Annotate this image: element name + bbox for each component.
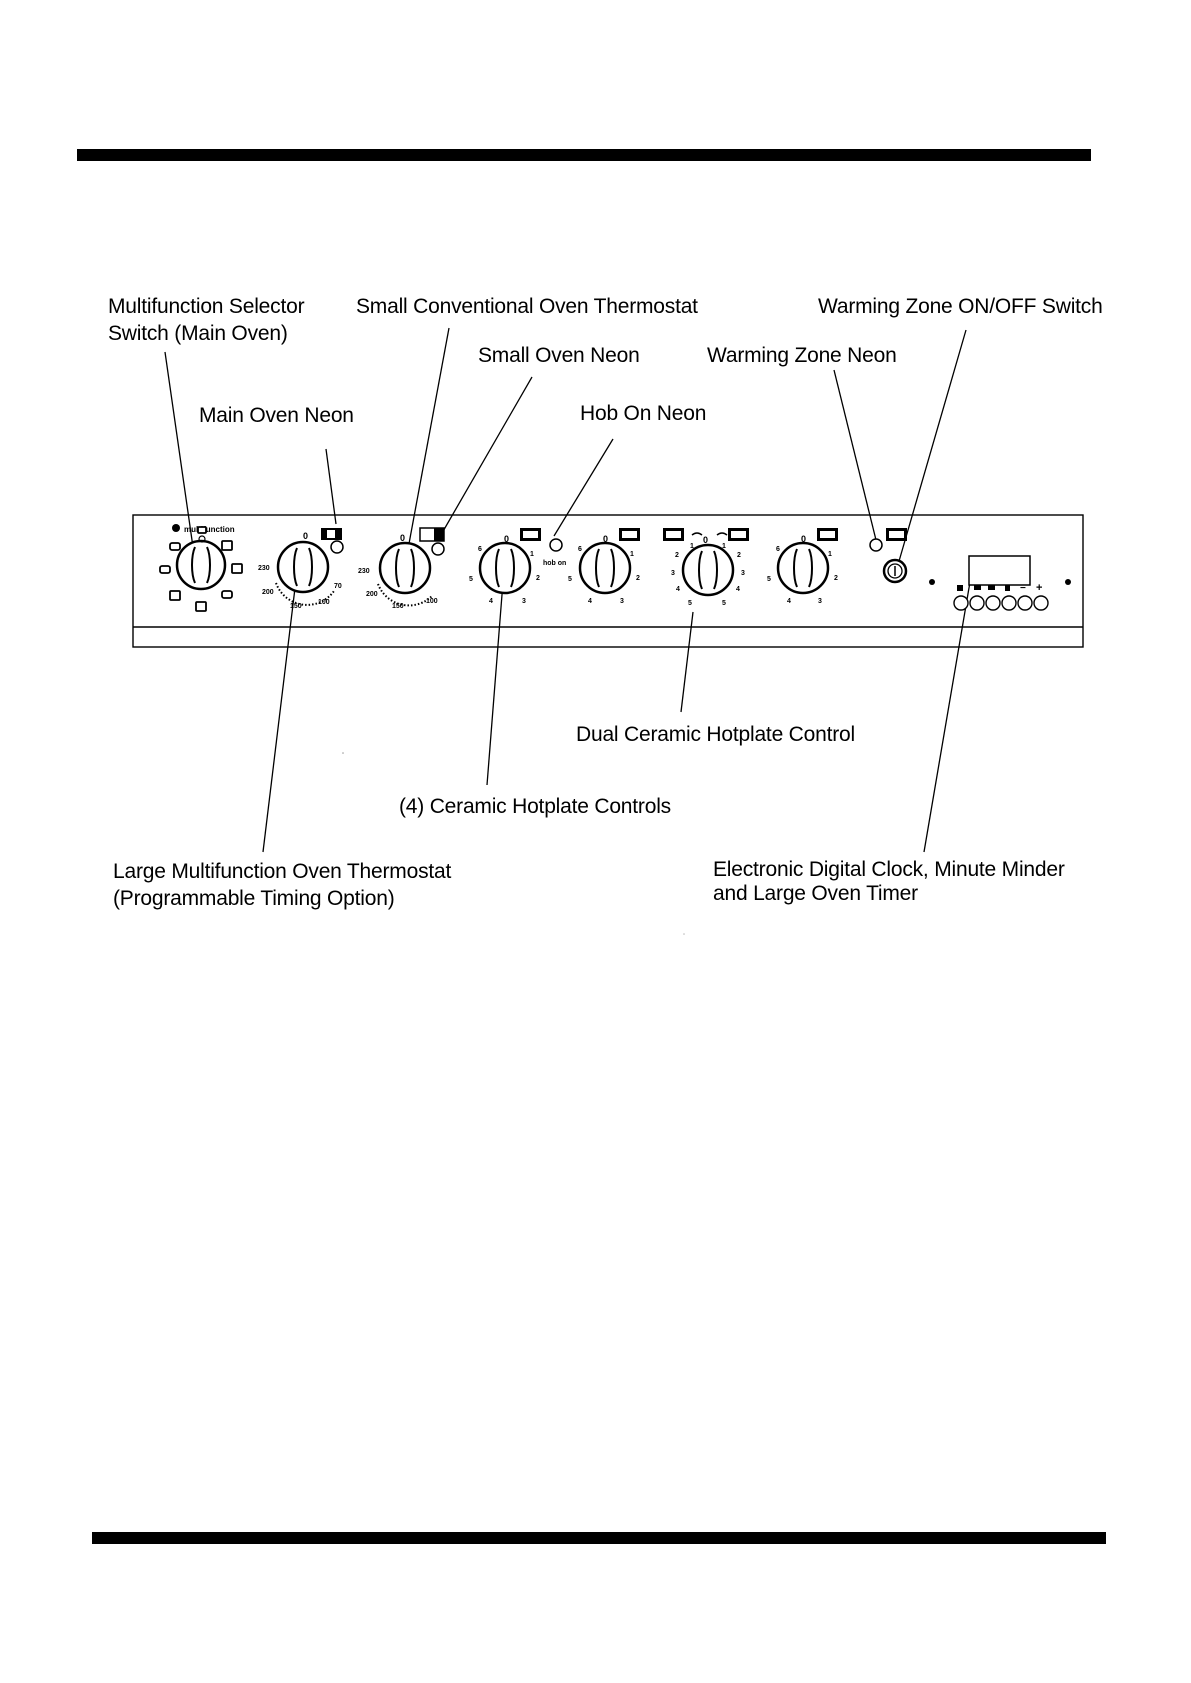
svg-text:1: 1 bbox=[828, 551, 832, 558]
clock-display bbox=[968, 555, 1031, 586]
label-multifunction-selector-switch: Multifunction Selector Switch (Main Oven… bbox=[108, 295, 305, 345]
svg-text:5: 5 bbox=[469, 576, 473, 583]
top-rule bbox=[77, 149, 1091, 161]
large-thermostat-scale-200: 200 bbox=[262, 589, 274, 596]
svg-text:4: 4 bbox=[676, 586, 680, 593]
svg-text:−: − bbox=[1020, 583, 1026, 594]
leader-hob-on-neon bbox=[553, 438, 614, 537]
svg-text:4: 4 bbox=[588, 598, 592, 605]
svg-text:1: 1 bbox=[722, 543, 726, 550]
small-thermostat-scale-200: 200 bbox=[366, 591, 378, 598]
ceramic-hotplate-control-2[interactable]: 0 6 1 2 3 4 5 bbox=[568, 528, 640, 605]
large-oven-thermostat[interactable]: 0 230 200 150 100 70 bbox=[258, 531, 342, 610]
large-thermostat-scale-230: 230 bbox=[258, 565, 270, 572]
svg-text:3: 3 bbox=[671, 570, 675, 577]
label-small-oven-neon: Small Oven Neon bbox=[478, 344, 640, 367]
control-panel bbox=[132, 514, 1084, 648]
electronic-digital-clock: − + bbox=[929, 555, 1071, 611]
svg-text:6: 6 bbox=[578, 546, 582, 553]
function-symbols bbox=[159, 526, 243, 612]
svg-text:0: 0 bbox=[603, 534, 608, 544]
svg-text:4: 4 bbox=[787, 598, 791, 605]
leader-dual-hotplate bbox=[680, 611, 694, 713]
multifunction-selector-switch[interactable]: multifunction bbox=[159, 524, 243, 612]
svg-text:6: 6 bbox=[776, 546, 780, 553]
svg-text:5: 5 bbox=[688, 600, 692, 607]
svg-text:5: 5 bbox=[568, 576, 572, 583]
svg-text:1: 1 bbox=[630, 551, 634, 558]
hob-on-text: hob on bbox=[543, 560, 566, 567]
svg-text:3: 3 bbox=[522, 598, 526, 605]
label-small-oven-thermostat: Small Conventional Oven Thermostat bbox=[356, 295, 698, 318]
leader-large-thermostat bbox=[262, 587, 296, 853]
svg-text:3: 3 bbox=[818, 598, 822, 605]
large-thermostat-scale-100: 100 bbox=[318, 599, 330, 606]
hob-on-neon: hob on bbox=[543, 538, 566, 567]
ceramic-hotplate-control-3[interactable]: 0 6 1 2 3 4 5 bbox=[767, 528, 838, 605]
leader-warming-neon bbox=[833, 369, 877, 541]
svg-text:3: 3 bbox=[620, 598, 624, 605]
small-thermostat-scale-230: 230 bbox=[358, 568, 370, 575]
svg-text:5: 5 bbox=[767, 576, 771, 583]
svg-text:2: 2 bbox=[834, 575, 838, 582]
leader-ceramic-controls bbox=[486, 581, 504, 786]
svg-text:+: + bbox=[1036, 582, 1042, 594]
svg-text:2: 2 bbox=[536, 575, 540, 582]
label-ceramic-hotplate-controls: (4) Ceramic Hotplate Controls bbox=[399, 795, 671, 818]
small-thermostat-scale-150: 150 bbox=[392, 603, 404, 610]
dual-ceramic-hotplate-control[interactable]: 0 1 1 2 2 3 3 4 4 5 5 bbox=[663, 528, 749, 607]
leader-main-oven-neon bbox=[325, 448, 337, 525]
small-thermostat-scale: 230 200 150 100 bbox=[358, 568, 438, 610]
svg-text:2: 2 bbox=[636, 575, 640, 582]
large-thermostat-off-mark: 0 bbox=[303, 531, 308, 541]
multifunction-text: multifunction bbox=[184, 525, 235, 534]
svg-text:4: 4 bbox=[736, 586, 740, 593]
clock-symbols bbox=[957, 585, 1010, 591]
leader-small-oven-neon bbox=[437, 376, 533, 541]
svg-text:4: 4 bbox=[489, 598, 493, 605]
panel-outline bbox=[132, 514, 1084, 648]
svg-text:0: 0 bbox=[400, 533, 405, 543]
svg-text:0: 0 bbox=[703, 535, 708, 545]
leader-digital-clock bbox=[923, 581, 971, 853]
large-thermostat-scale-150: 150 bbox=[290, 603, 302, 610]
svg-text:3: 3 bbox=[741, 570, 745, 577]
label-warming-zone-neon: Warming Zone Neon bbox=[707, 344, 897, 367]
small-oven-thermostat[interactable]: 0 230 200 150 100 bbox=[358, 533, 438, 610]
svg-text:1: 1 bbox=[690, 543, 694, 550]
svg-text:2: 2 bbox=[737, 552, 741, 559]
label-dual-hotplate-control: Dual Ceramic Hotplate Control bbox=[576, 723, 855, 746]
svg-text:6: 6 bbox=[478, 546, 482, 553]
svg-text:1: 1 bbox=[530, 551, 534, 558]
label-hob-on-neon: Hob On Neon bbox=[580, 402, 707, 425]
ceramic-hotplate-control-1[interactable]: 0 6 1 2 3 4 5 bbox=[469, 528, 541, 605]
warming-zone-switch[interactable] bbox=[882, 528, 908, 584]
large-thermostat-scale: 230 200 150 100 70 bbox=[258, 565, 342, 610]
label-electronic-digital-clock: Electronic Digital Clock, Minute Minder … bbox=[713, 858, 1065, 905]
svg-text:0: 0 bbox=[504, 534, 509, 544]
label-warming-zone-switch: Warming Zone ON/OFF Switch bbox=[818, 295, 1103, 318]
warming-zone-neon bbox=[869, 538, 883, 552]
label-main-oven-neon: Main Oven Neon bbox=[199, 404, 354, 427]
small-thermostat-scale-100: 100 bbox=[426, 598, 438, 605]
large-thermostat-scale-70: 70 bbox=[334, 583, 342, 590]
svg-text:5: 5 bbox=[722, 600, 726, 607]
leader-small-thermostat bbox=[402, 327, 450, 577]
svg-text:2: 2 bbox=[675, 552, 679, 559]
clock-buttons[interactable] bbox=[953, 595, 1049, 611]
small-oven-neon bbox=[419, 527, 445, 556]
bottom-rule bbox=[92, 1532, 1106, 1544]
main-oven-neon bbox=[321, 528, 344, 554]
label-large-oven-thermostat: Large Multifunction Oven Thermostat (Pro… bbox=[113, 860, 452, 910]
svg-text:0: 0 bbox=[801, 534, 806, 544]
